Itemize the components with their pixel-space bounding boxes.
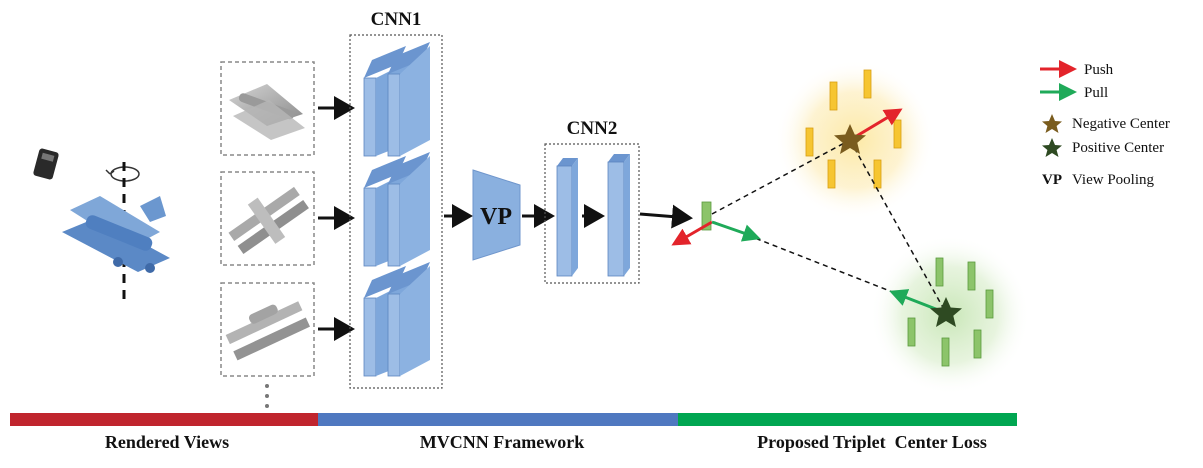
cnn1-label: CNN1 [371,9,422,30]
rendered-view-3 [220,282,315,377]
camera-icon [33,148,59,180]
stage-bar-triplet-center-loss [678,413,1017,426]
vp-label: VP [480,204,512,230]
stage-label-mvcnn-framework: MVCNN Framework [420,432,584,452]
rendered-view-2 [220,171,315,266]
positive-center-star [930,297,962,327]
legend-vp-key: VP [1042,172,1062,188]
legend-push-label: Push [1084,62,1114,78]
push-arrow-feature [671,220,713,246]
cnn2-label: CNN2 [567,118,618,139]
rendered-view-1 [220,61,315,156]
cnn2-box [544,143,640,284]
cnn1-branch-3 [363,262,430,377]
pull-arrow-feature [711,220,761,242]
dashed-feature-to-negative [711,139,851,215]
more-views-ellipsis [265,384,269,408]
cnn2-layer-1 [556,158,578,277]
negative-center-star [834,124,866,154]
biplane-3d-model-icon [62,196,170,273]
legend-negative-star [1042,114,1062,133]
stage-label-rendered-views: Rendered Views [105,432,229,452]
legend-negative-label: Negative Center [1072,116,1170,132]
stage-bar-rendered-views [10,413,318,426]
dashed-negative-to-positive [849,139,947,314]
stage-label-triplet-center-loss: Proposed Triplet Center Loss [757,432,987,452]
legend-positive-star [1042,138,1062,157]
legend-positive-label: Positive Center [1072,140,1164,156]
cnn2-layer-2 [607,154,630,277]
cnn1-branch-1 [363,42,430,157]
cnn1-box [349,34,443,389]
legend: Push Pull Negative Center Positive Cente… [1040,60,1170,188]
arrow-cnn2-to-feature [639,204,693,229]
negative-class-features [805,69,902,189]
legend-vp-desc: View Pooling [1072,172,1155,188]
cnn1-branch-2 [363,152,430,267]
view-pooling-block: VP [472,169,521,261]
stage-bar-mvcnn-framework [318,413,678,426]
query-feature [701,201,712,231]
legend-pull-label: Pull [1084,85,1108,101]
positive-class-features [907,257,994,367]
